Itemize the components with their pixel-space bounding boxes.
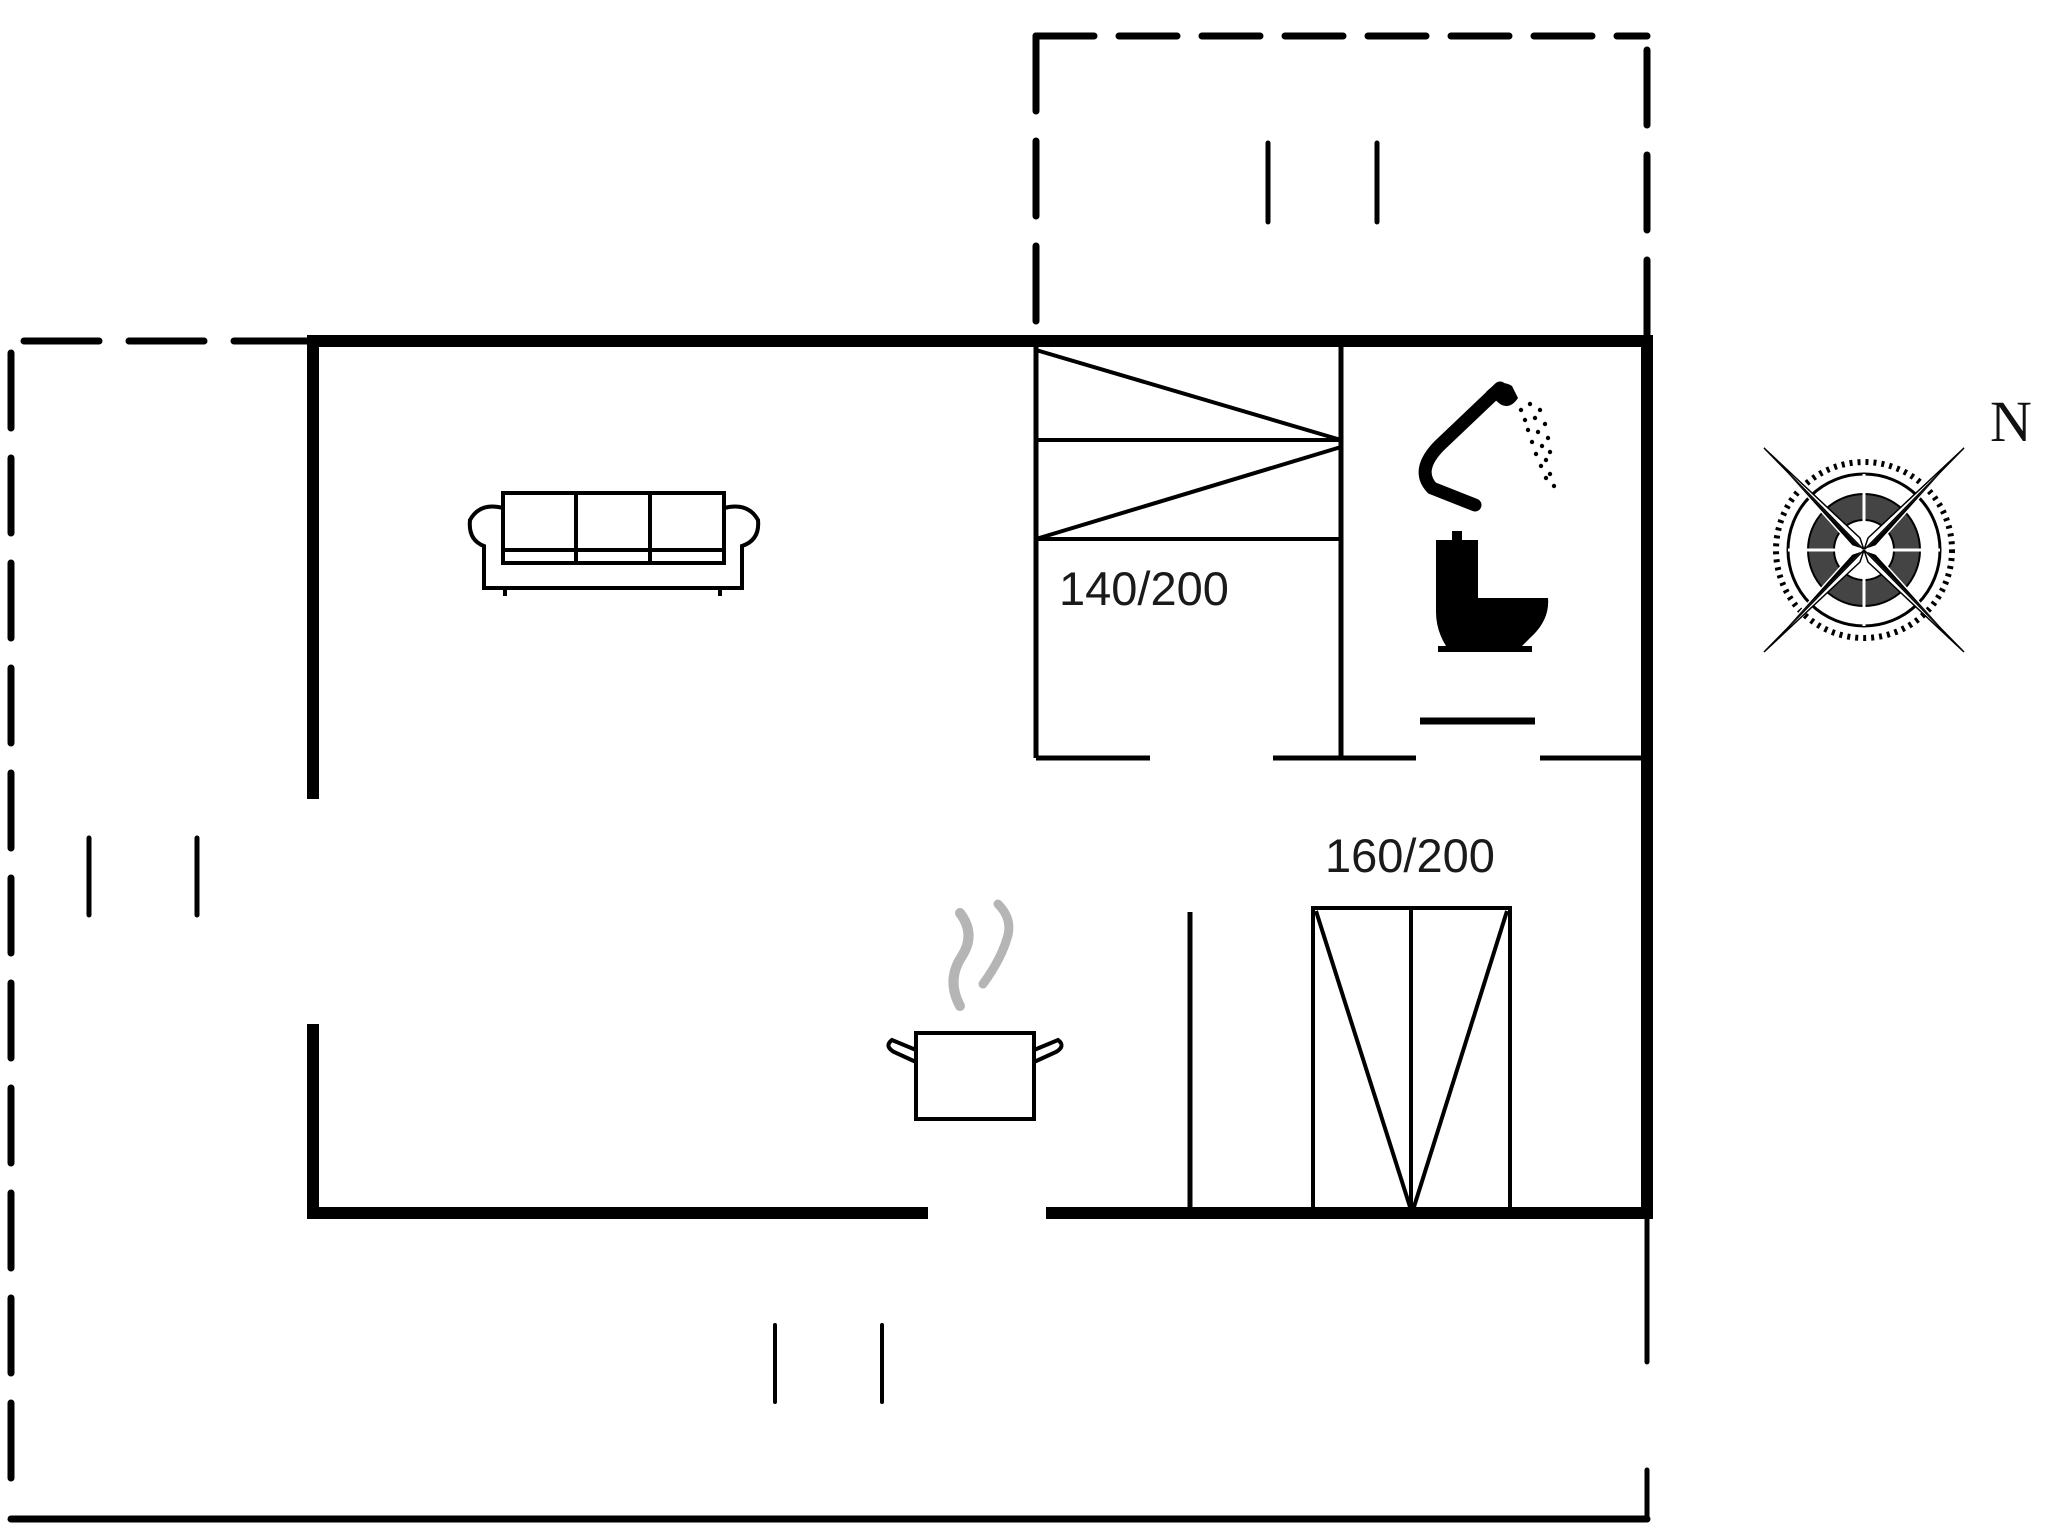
bed-icon-bedroom-1 bbox=[1035, 348, 1342, 541]
exterior-walls bbox=[307, 335, 1653, 1219]
sofa-icon bbox=[467, 491, 761, 596]
cooking-pot-icon bbox=[886, 899, 1064, 1121]
compass-north-label: N bbox=[1990, 389, 2032, 454]
terrace-north-steps bbox=[1265, 140, 1380, 225]
bed-icon-bedroom-2 bbox=[1311, 906, 1512, 1215]
terrace-north-outline bbox=[1032, 32, 1651, 345]
terrace-west-south-outline bbox=[7, 337, 1651, 1523]
terrace-south-steps bbox=[773, 1323, 884, 1404]
bed-size-label-bedroom-1: 140/200 bbox=[1059, 562, 1229, 615]
terrace-west-steps bbox=[86, 835, 200, 918]
toilet-icon bbox=[1436, 531, 1549, 652]
compass-rose-icon bbox=[1763, 447, 1965, 653]
shower-icon bbox=[1418, 381, 1557, 512]
interior-walls bbox=[1033, 341, 1647, 1213]
bed-size-label-bedroom-2: 160/200 bbox=[1325, 829, 1495, 882]
